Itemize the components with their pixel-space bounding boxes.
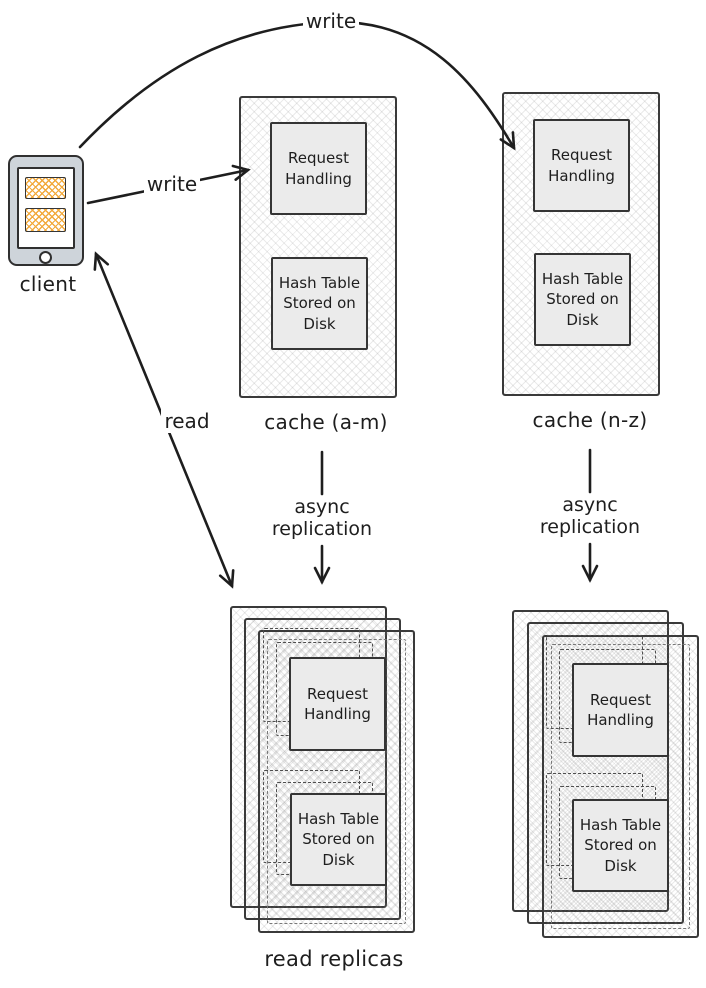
async-replication-left-label: async replication [271,496,373,541]
app-block-bottom [25,208,66,232]
replica-stack-left: Request Handling Hash Table Stored on Di… [230,606,420,941]
write-top-label: write [291,9,371,33]
async-replication-right-label: async replication [539,494,641,539]
phone-screen [17,167,75,249]
read-replicas-label: read replicas [264,947,404,971]
replica-request-box: Request Handling [289,657,386,751]
cache-am-request-box: Request Handling [270,122,367,215]
client-label: client [19,272,77,296]
home-button [39,251,52,264]
cache-am-hash-box: Hash Table Stored on Disk [271,257,368,350]
client-phone [8,155,84,266]
write-left-label: write [132,172,212,196]
cache-nz-label: cache (n-z) [532,408,648,432]
cache-nz-request-box: Request Handling [533,119,630,212]
cache-nz-hash-box: Hash Table Stored on Disk [534,253,631,346]
cache-am-container: Request Handling Hash Table Stored on Di… [239,96,397,398]
replica-request-box: Request Handling [572,663,669,757]
read-label: read [147,409,227,433]
cache-am-label: cache (a-m) [264,410,388,434]
cache-nz-container: Request Handling Hash Table Stored on Di… [502,92,660,396]
app-block-top [25,177,66,199]
replica-stack-right: Request Handling Hash Table Stored on Di… [512,610,702,945]
replica-hash-box: Hash Table Stored on Disk [290,793,387,886]
replica-hash-box: Hash Table Stored on Disk [572,799,669,892]
